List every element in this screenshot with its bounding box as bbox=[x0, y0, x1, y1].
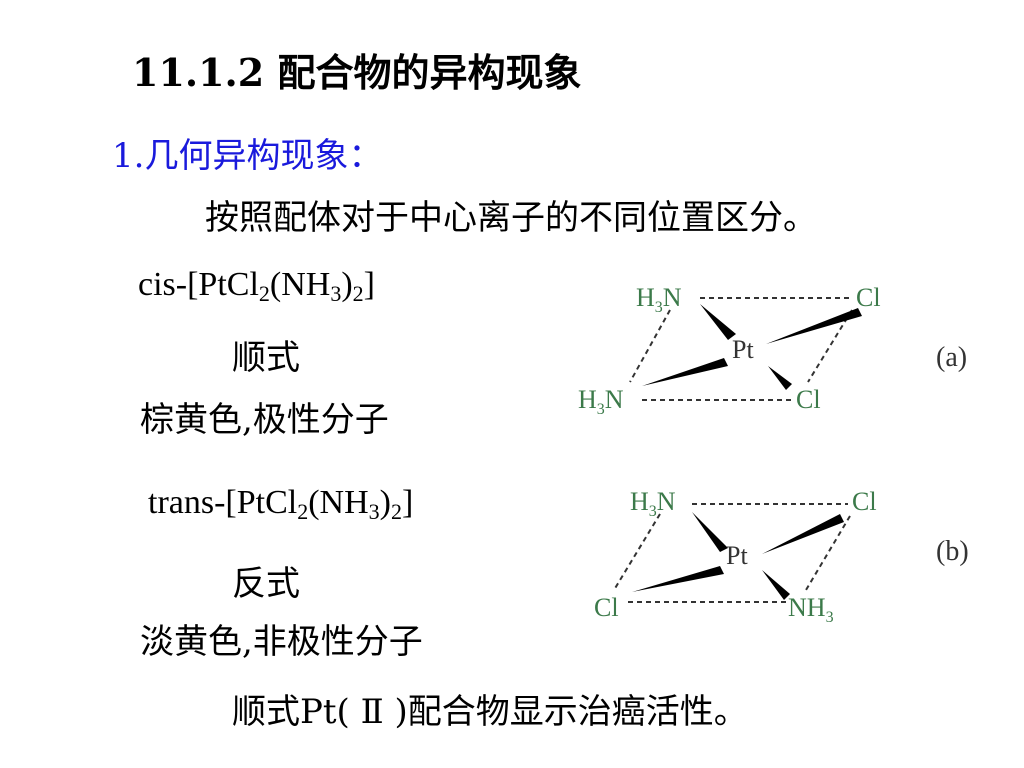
cis-description: 棕黄色,极性分子 bbox=[140, 400, 389, 440]
ligand-bottom-left: Cl bbox=[594, 593, 619, 622]
center-atom: Pt bbox=[732, 335, 754, 364]
trans-name: 反式 bbox=[232, 564, 300, 604]
ligand-top-right: Cl bbox=[856, 283, 881, 312]
ligand-bottom-left: H3N bbox=[578, 385, 624, 418]
center-atom: Pt bbox=[726, 541, 748, 570]
cis-structure-diagram: H3N Cl H3N Cl Pt (a) bbox=[578, 283, 967, 418]
ligand-top-left: H3N bbox=[630, 487, 676, 520]
ligand-top-right: Cl bbox=[852, 487, 877, 516]
ligand-bottom-right: Cl bbox=[796, 385, 821, 414]
page-title: 11.1.2 配合物的异构现象 bbox=[132, 50, 582, 95]
ligand-bottom-right: NH3 bbox=[788, 593, 834, 626]
diagram-tag-b: (b) bbox=[936, 536, 969, 567]
intro-text: 按照配体对于中心离子的不同位置区分。 bbox=[205, 198, 817, 238]
ligand-top-left: H3N bbox=[636, 283, 682, 316]
section-heading: 1.几何异构现象： bbox=[112, 136, 383, 176]
diagram-tag-a: (a) bbox=[936, 342, 967, 373]
cis-name: 顺式 bbox=[232, 338, 300, 378]
cis-formula: cis-[PtCl2(NH3)2] bbox=[138, 266, 375, 306]
trans-formula: trans-[PtCl2(NH3)2] bbox=[148, 484, 414, 524]
note-text: 顺式Pt( Ⅱ )配合物显示治癌活性。 bbox=[232, 692, 748, 732]
trans-description: 淡黄色,非极性分子 bbox=[140, 622, 423, 662]
trans-structure-diagram: H3N Cl Cl NH3 Pt (b) bbox=[594, 487, 969, 626]
